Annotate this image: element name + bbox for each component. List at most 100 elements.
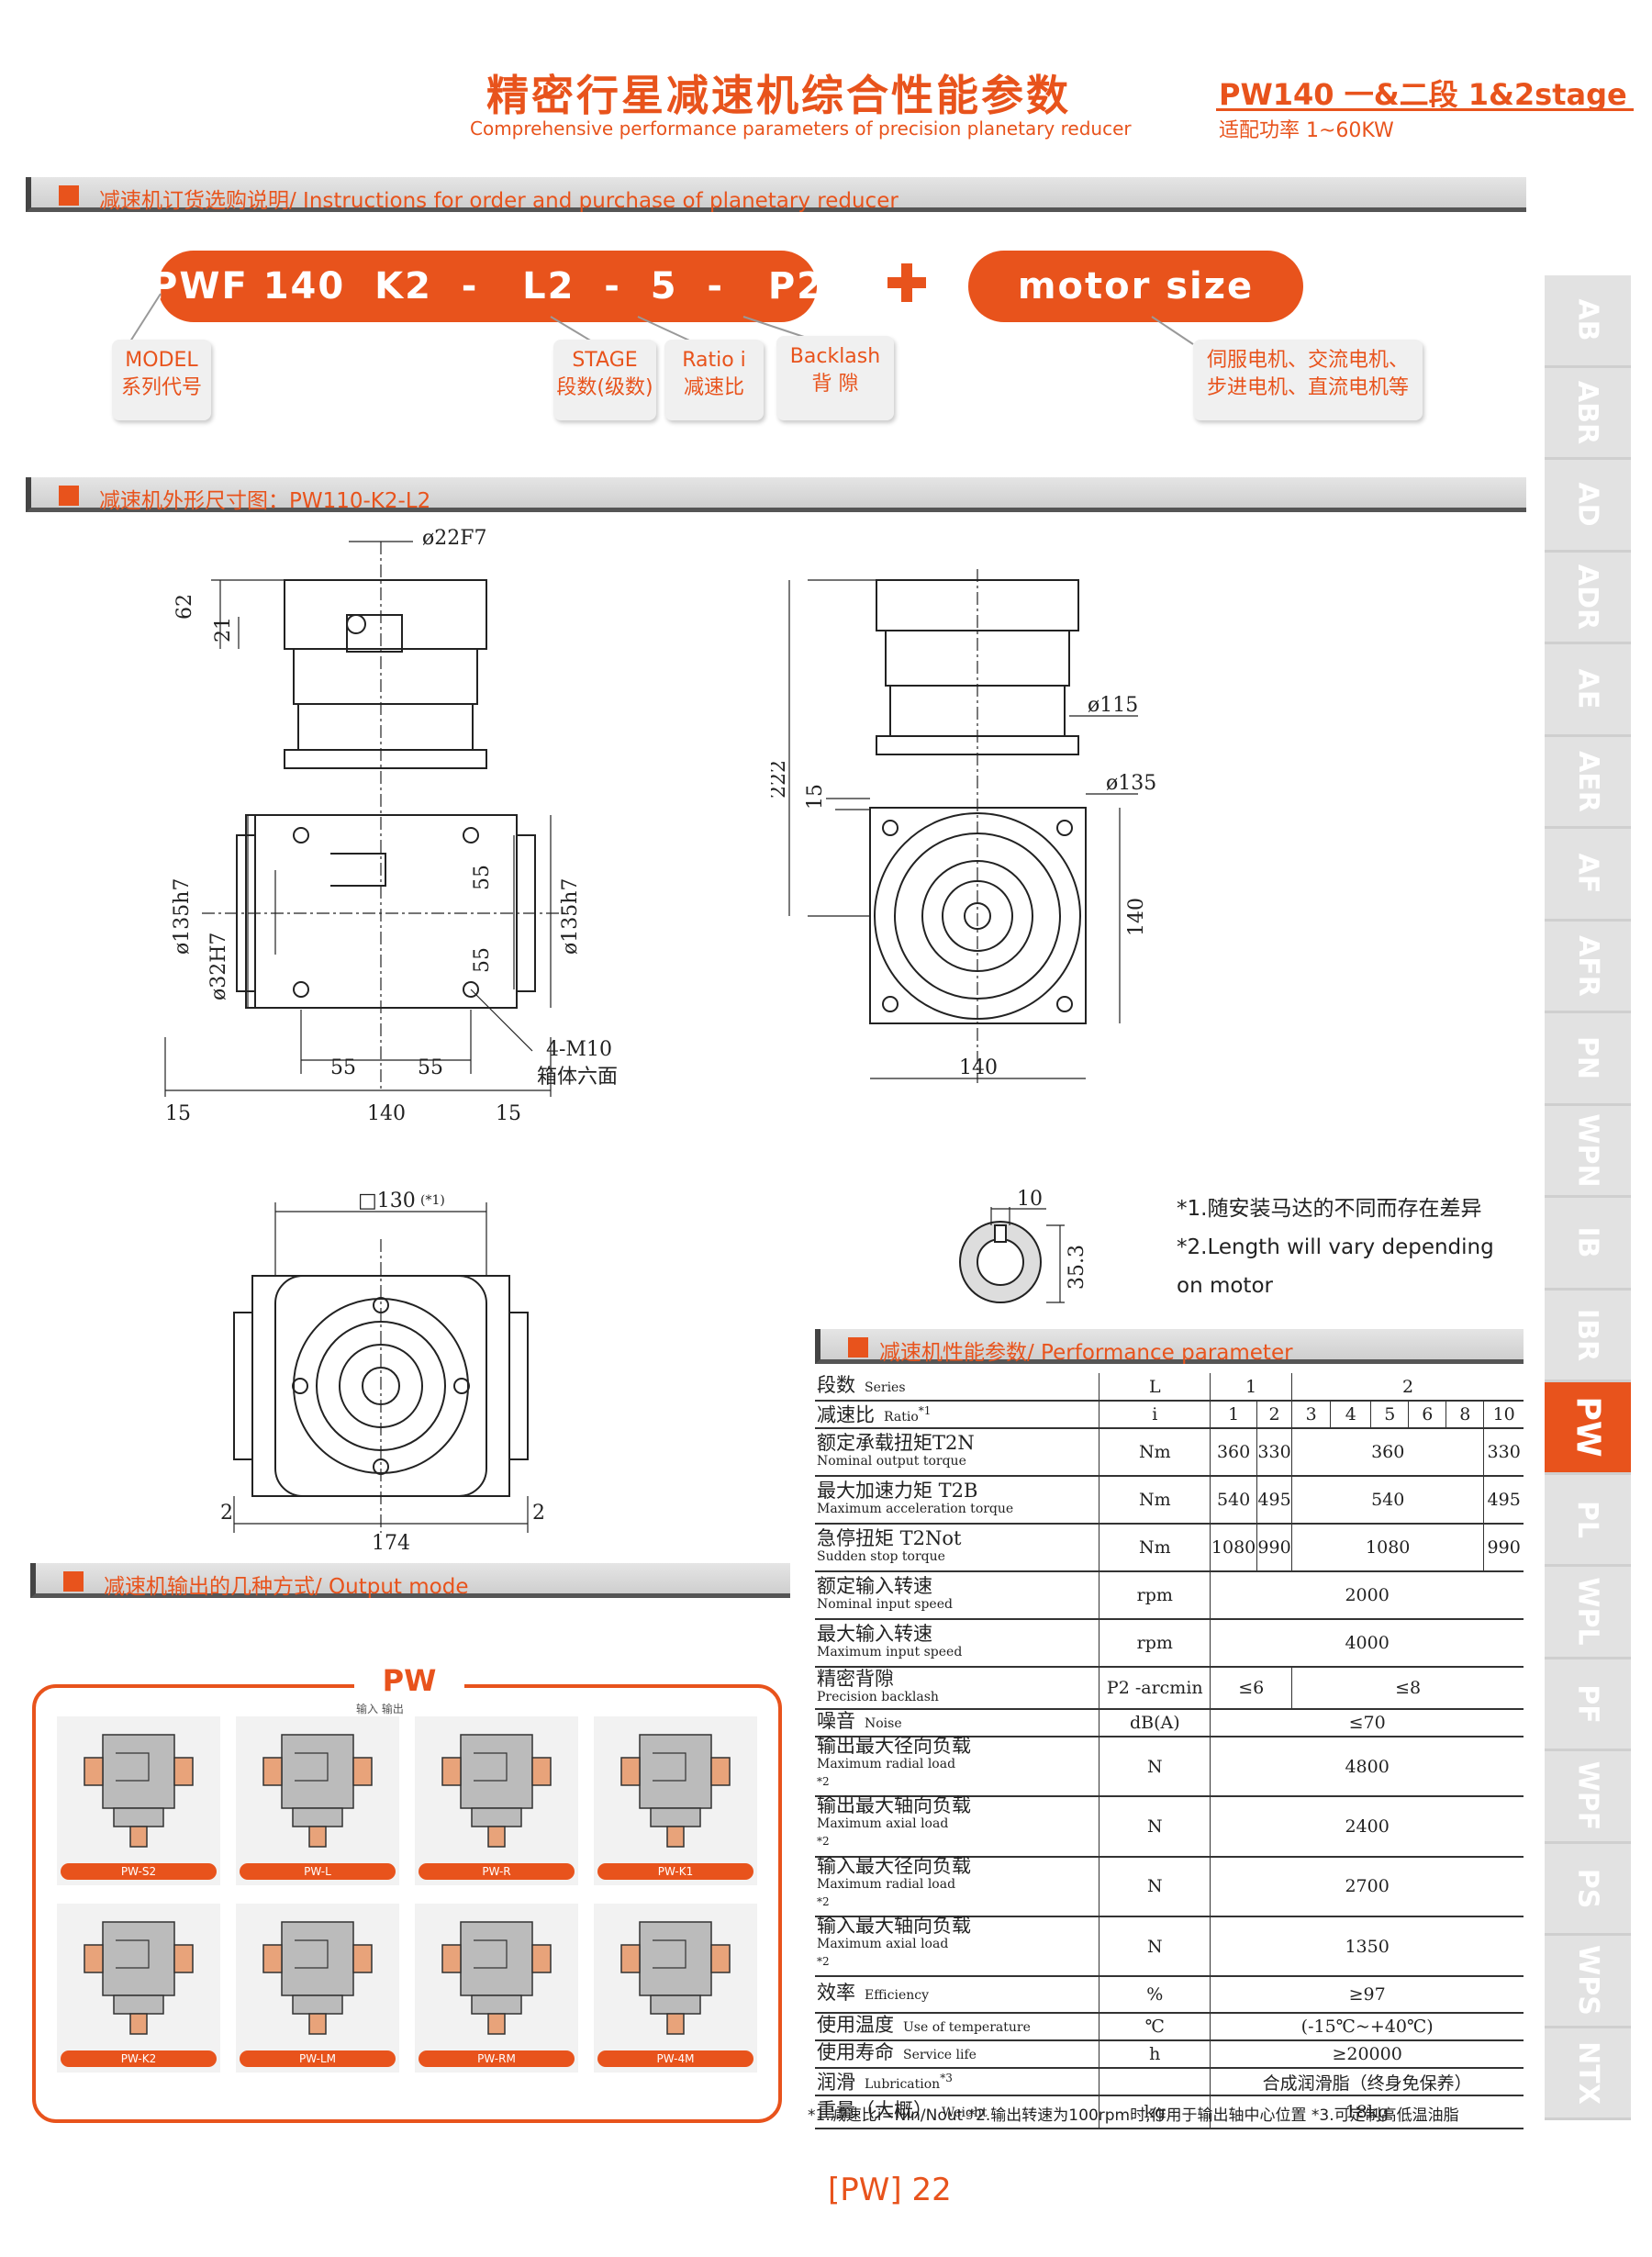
param-unit: kg	[1099, 2095, 1211, 2130]
side-nav-item-pn[interactable]: PN	[1545, 1013, 1631, 1106]
side-nav-item-wps[interactable]: WPS	[1545, 1936, 1631, 2028]
side-nav-item-wpn[interactable]: WPN	[1545, 1106, 1631, 1198]
output-mode-item: PW-RM	[415, 1904, 578, 2073]
dim-d18: 15	[804, 784, 827, 810]
param-unit: Nm	[1099, 1428, 1211, 1477]
param-unit: i	[1099, 1401, 1211, 1429]
side-nav-label: ABR	[1571, 380, 1604, 444]
param-value: 5	[1370, 1401, 1409, 1429]
param-value: 1080	[1291, 1524, 1484, 1572]
side-nav-item-ps[interactable]: PS	[1545, 1844, 1631, 1936]
power-range: 适配功率 1~60KW	[1219, 119, 1394, 142]
side-nav-item-ad[interactable]: AD	[1545, 460, 1631, 553]
side-nav-item-afr[interactable]: AFR	[1545, 922, 1631, 1013]
side-nav-item-pw[interactable]: PW	[1545, 1382, 1631, 1475]
output-mode-label: PW-RM	[419, 2050, 575, 2067]
side-nav-item-ab[interactable]: AB	[1545, 275, 1631, 368]
side-nav-item-pl[interactable]: PL	[1545, 1475, 1631, 1567]
output-mode-title: PW	[354, 1663, 464, 1698]
side-nav-item-abr[interactable]: ABR	[1545, 368, 1631, 460]
motor-size-pill: motor size	[968, 251, 1303, 322]
note-3: on motor	[1177, 1274, 1273, 1298]
output-mode-label: PW-LM	[240, 2050, 396, 2067]
side-nav-label: AE	[1571, 668, 1604, 710]
dim-d15: 箱体六面	[537, 1066, 618, 1089]
param-value: 1350	[1210, 1916, 1524, 1978]
param-name: 重量（大概）Weight	[815, 2095, 1099, 2130]
param-value: 330	[1256, 1428, 1292, 1477]
dimension-notes: *1.随安装马达的不同而存在差异 *2.Length will vary dep…	[1177, 1190, 1494, 1305]
dim-d1: ø22F7	[422, 527, 487, 550]
side-nav-item-ntx[interactable]: NTX	[1545, 2028, 1631, 2120]
dim-d27: 35.3	[1066, 1245, 1088, 1290]
dim-d14: 4-M10	[546, 1038, 612, 1061]
param-unit: L	[1099, 1373, 1211, 1402]
side-nav-item-pf[interactable]: PF	[1545, 1659, 1631, 1751]
section-output-bar: 减速机输出的几种方式/ Output mode	[30, 1563, 790, 1599]
dim-d3: 21	[212, 617, 235, 642]
param-value: ≤6	[1210, 1667, 1292, 1710]
param-value: 540	[1210, 1476, 1257, 1525]
param-value: ≥20000	[1210, 2040, 1524, 2070]
output-mode-label: PW-S2	[61, 1863, 217, 1880]
param-value: (-15℃~+40℃)	[1210, 2013, 1524, 2042]
param-value: 6	[1408, 1401, 1446, 1429]
param-value: 合成润滑脂（终身免保养）	[1210, 2068, 1524, 2097]
side-nav-label: PF	[1571, 1684, 1604, 1724]
tag-model-en: MODEL	[125, 349, 198, 372]
page-number: [PW] 22	[828, 2172, 952, 2208]
output-mode-label: PW-K1	[597, 1863, 753, 1880]
param-unit: N	[1099, 1737, 1211, 1798]
side-nav-item-af[interactable]: AF	[1545, 829, 1631, 922]
series-underline	[1216, 108, 1634, 111]
param-value: 495	[1256, 1476, 1292, 1525]
side-nav-item-wpf[interactable]: WPF	[1545, 1751, 1631, 1844]
dim-d8: ø135h7	[559, 878, 582, 955]
param-value: 330	[1483, 1428, 1524, 1477]
section-output-title: 减速机输出的几种方式/ Output mode	[104, 1575, 469, 1599]
side-nav-label: AD	[1571, 482, 1604, 527]
output-mode-item: PW-4M	[594, 1904, 757, 2073]
side-nav-item-ae[interactable]: AE	[1545, 644, 1631, 737]
side-nav-label: PN	[1571, 1036, 1604, 1080]
side-nav-item-adr[interactable]: ADR	[1545, 553, 1631, 644]
param-value: 2000	[1210, 1571, 1524, 1620]
tag-stage: STAGE 段数(级数)	[553, 340, 656, 420]
param-value: 8	[1446, 1401, 1484, 1429]
param-value: 2700	[1210, 1856, 1524, 1917]
output-mode-item: PW-L	[236, 1716, 399, 1885]
output-mode-item: PW-R	[415, 1716, 578, 1885]
param-value: ≥97	[1210, 1976, 1524, 2015]
param-value: 495	[1483, 1476, 1524, 1525]
dim-d9: 55	[330, 1056, 356, 1079]
side-nav-label: WPS	[1571, 1945, 1604, 2017]
param-value: 360	[1291, 1428, 1484, 1477]
side-nav-item-aer[interactable]: AER	[1545, 737, 1631, 829]
keyway-drawing: 10 35.3	[959, 1189, 1088, 1303]
section-performance-title: 减速机性能参数/ Performance parameter	[879, 1341, 1293, 1365]
dim-d19: ø135	[1106, 772, 1156, 795]
side-nav-item-ibr[interactable]: IBR	[1545, 1291, 1631, 1382]
param-value: 3	[1291, 1401, 1331, 1429]
param-value: 2	[1256, 1401, 1292, 1429]
param-value: 1080	[1210, 1524, 1257, 1572]
side-nav-item-wpl[interactable]: WPL	[1545, 1567, 1631, 1659]
tag-stage-en: STAGE	[572, 349, 638, 372]
side-nav-item-ib[interactable]: IB	[1545, 1198, 1631, 1291]
